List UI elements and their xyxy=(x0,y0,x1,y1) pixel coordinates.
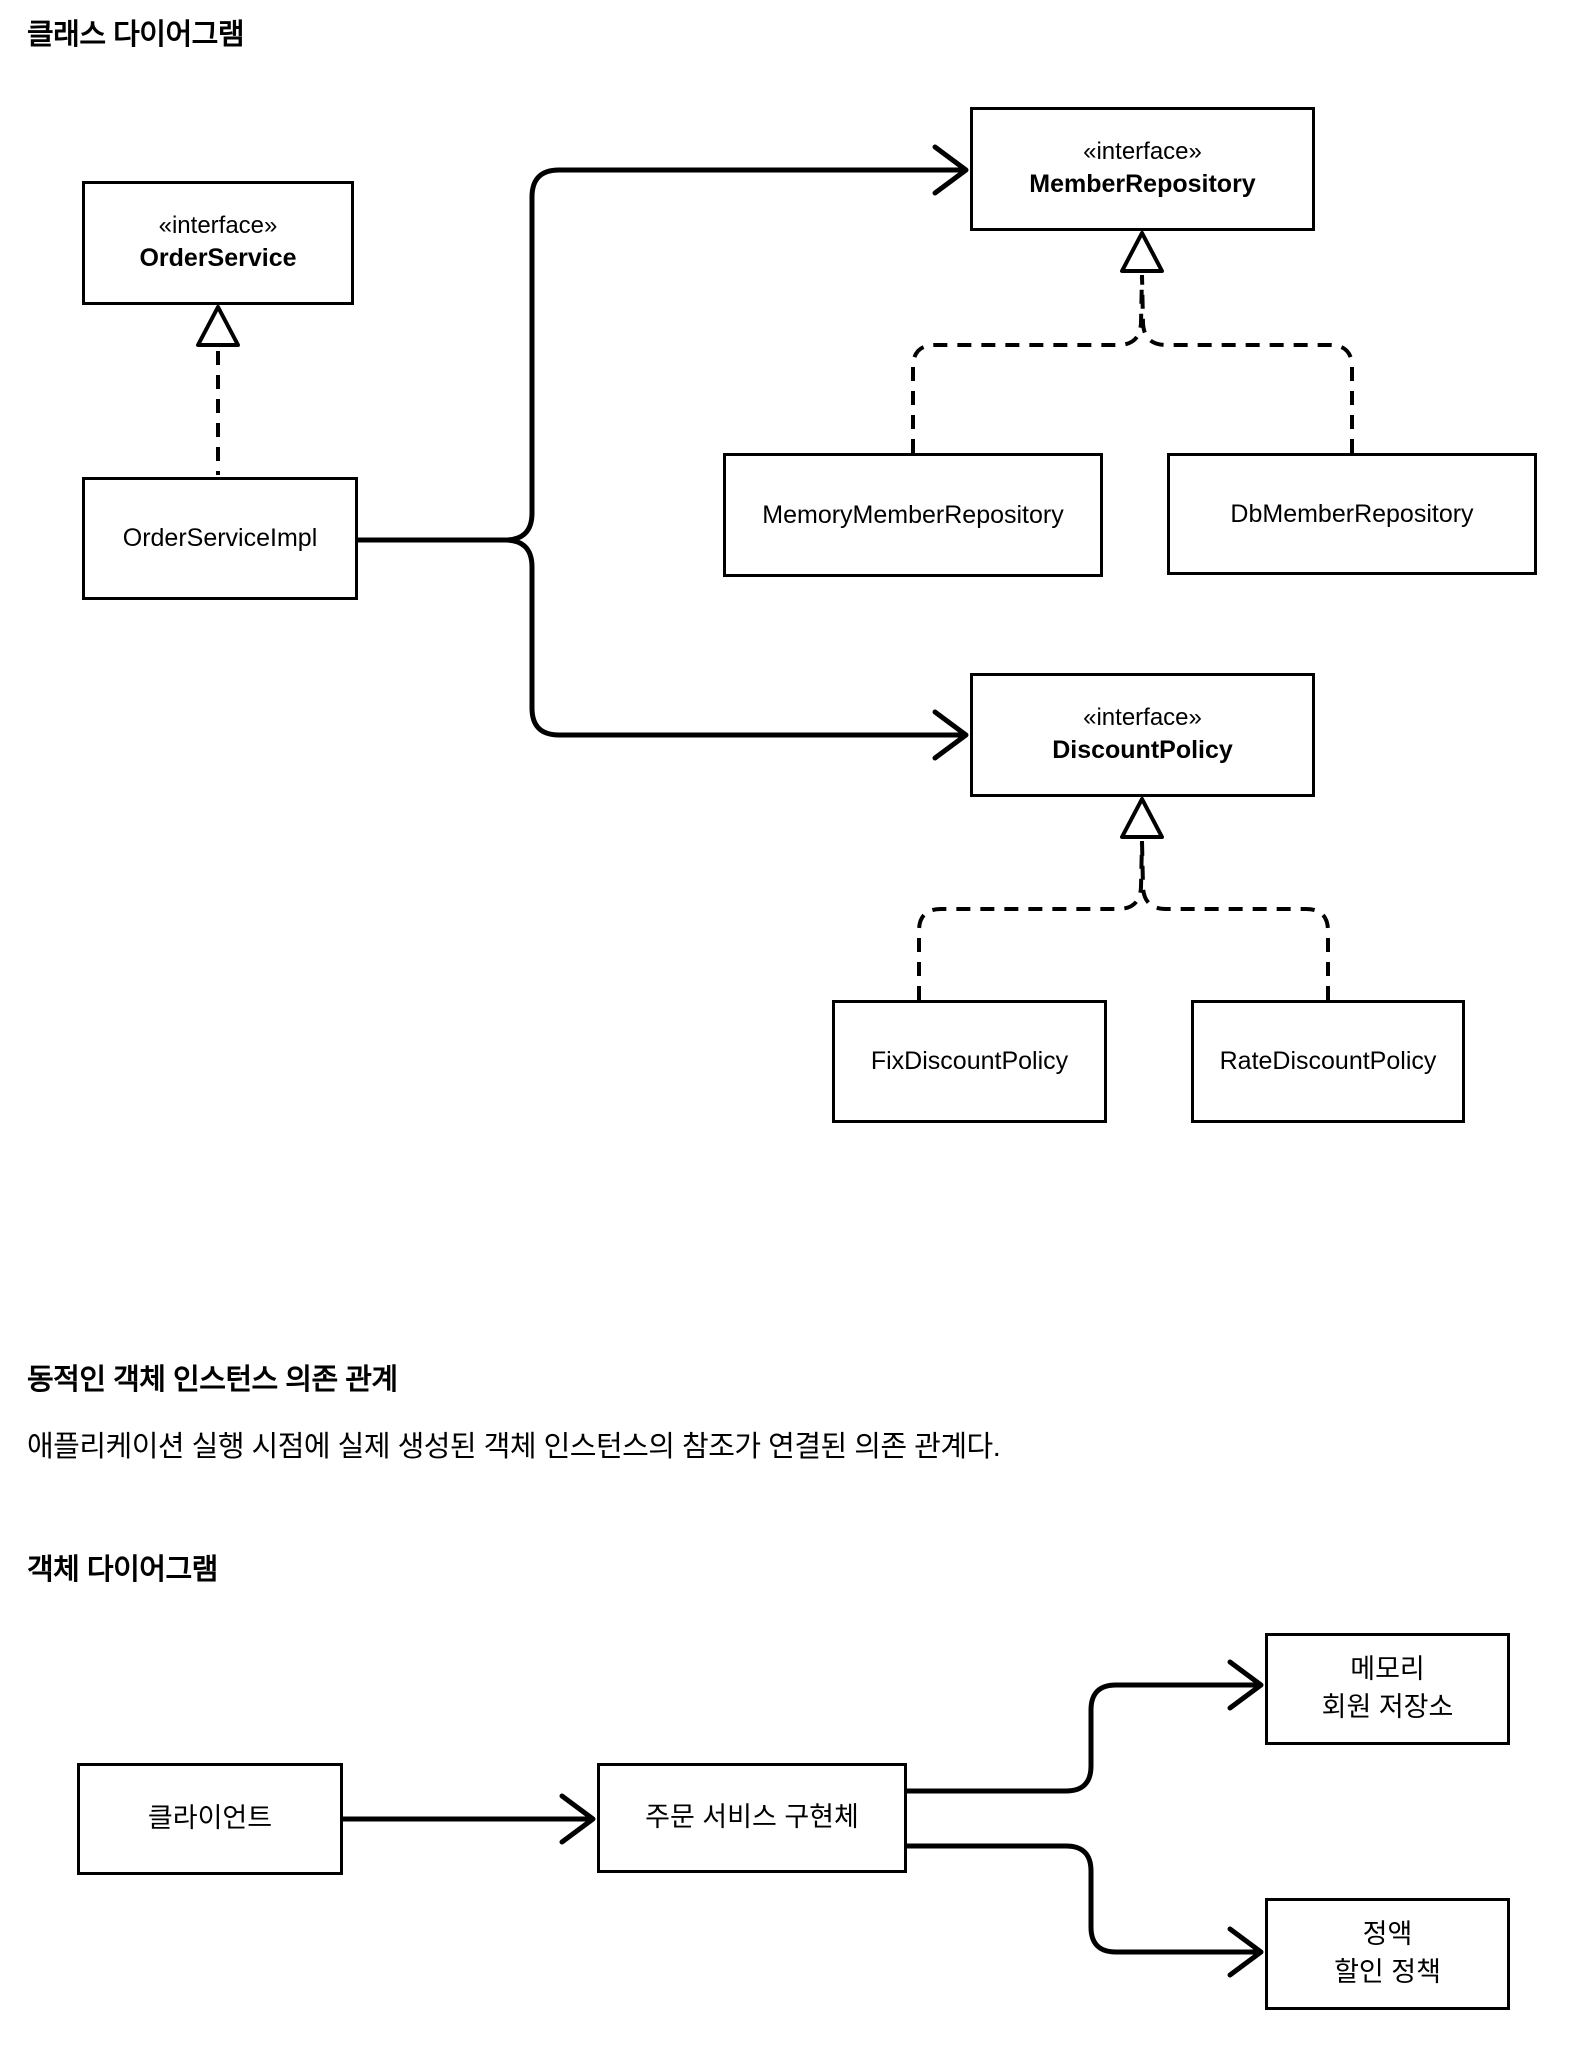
class-node-fix-discount-policy: FixDiscountPolicy xyxy=(832,1000,1107,1123)
class-node-db-member-repository: DbMemberRepository xyxy=(1167,453,1537,575)
object-node-client: 클라이언트 xyxy=(77,1763,343,1875)
stereotype-label: «interface» xyxy=(1083,137,1202,165)
dashed-edge xyxy=(1140,274,1354,453)
object-name-label-line2: 할인 정책 xyxy=(1334,1957,1441,1987)
class-node-memory-member-repository: MemoryMemberRepository xyxy=(723,453,1103,577)
object-node-fix-discount-policy: 정액 할인 정책 xyxy=(1265,1898,1510,2010)
object-node-memory-member-repository: 메모리 회원 저장소 xyxy=(1265,1633,1510,1745)
arrowhead xyxy=(1227,1659,1264,1711)
arrowhead xyxy=(559,1793,596,1845)
object-name-label: 클라이언트 xyxy=(147,1803,273,1834)
class-name-label: MemoryMemberRepository xyxy=(762,500,1064,529)
object-name-label-line1: 메모리 xyxy=(1350,1654,1425,1685)
stereotype-label: «interface» xyxy=(1083,703,1202,731)
class-node-rate-discount-policy: RateDiscountPolicy xyxy=(1191,1000,1465,1123)
generalization-triangle xyxy=(1120,231,1164,273)
dynamic-dependency-description: 애플리케이션 실행 시점에 실제 생성된 객체 인스턴스의 참조가 연결된 의존… xyxy=(27,1431,1001,1463)
object-name-label-line2: 회원 저장소 xyxy=(1321,1692,1454,1722)
dashed-edge xyxy=(1140,840,1330,1000)
solid-edge xyxy=(904,1843,1259,1955)
class-name-label: FixDiscountPolicy xyxy=(870,1047,1069,1075)
class-node-order-service: «interface» OrderService xyxy=(82,181,354,305)
generalization-triangle xyxy=(1120,797,1164,839)
arrowhead xyxy=(932,144,969,196)
class-diagram-title: 클래스 다이어그램 xyxy=(27,19,245,51)
class-node-discount-policy: «interface» DiscountPolicy xyxy=(970,673,1315,797)
dynamic-dependency-heading: 동적인 객체 인스턴스 의존 관계 xyxy=(27,1364,398,1396)
class-name-label: OrderServiceImpl xyxy=(122,524,318,552)
class-node-order-service-impl: OrderServiceImpl xyxy=(82,477,358,600)
stereotype-label: «interface» xyxy=(158,211,278,239)
object-node-order-service-impl: 주문 서비스 구현체 xyxy=(597,1763,907,1873)
object-name-label: 주문 서비스 구현체 xyxy=(645,1802,859,1833)
class-name-label: RateDiscountPolicy xyxy=(1219,1047,1437,1075)
generalization-triangle xyxy=(196,305,240,347)
object-name-label-line1: 정액 xyxy=(1362,1919,1413,1950)
dashed-edge xyxy=(917,840,1144,1000)
object-diagram-title: 객체 다이어그램 xyxy=(27,1554,218,1586)
arrowhead xyxy=(1227,1926,1264,1978)
solid-edge xyxy=(904,1682,1259,1794)
arrowhead xyxy=(932,709,969,761)
dashed-edge xyxy=(911,274,1144,453)
class-node-member-repository: «interface» MemberRepository xyxy=(970,107,1315,231)
class-name-label: MemberRepository xyxy=(1029,170,1256,199)
class-name-label: DbMemberRepository xyxy=(1230,499,1474,528)
class-name-label: DiscountPolicy xyxy=(1052,736,1233,765)
class-name-label: OrderService xyxy=(139,244,297,273)
